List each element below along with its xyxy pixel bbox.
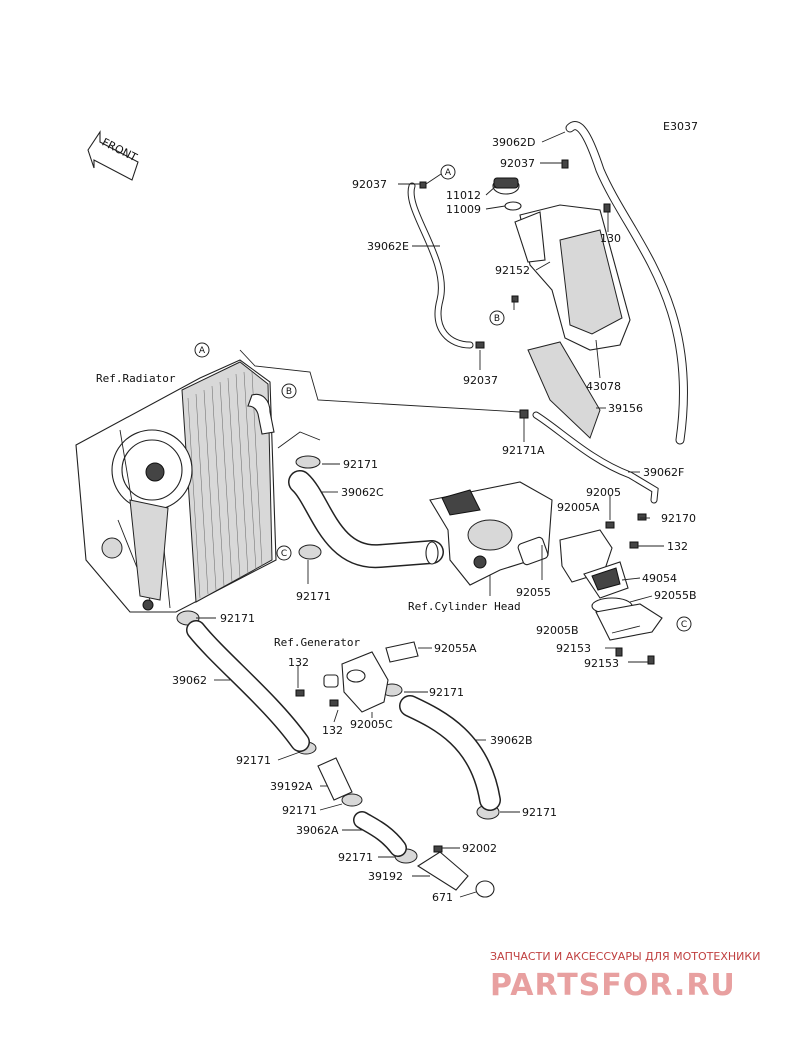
part-92037-left: 92037 <box>352 178 387 191</box>
hose-39062c <box>289 471 443 567</box>
part-92055b: 92055B <box>654 589 697 602</box>
part-92170: 92170 <box>661 512 696 525</box>
part-92153-a: 92153 <box>556 642 591 655</box>
part-39062b: 39062B <box>490 734 533 747</box>
leader-lines <box>196 131 664 898</box>
part-92153-b: 92153 <box>584 657 619 670</box>
thermostat-housing <box>559 529 663 641</box>
part-132-a: 132 <box>667 540 688 553</box>
svg-text:B: B <box>286 387 292 397</box>
part-39156: 39156 <box>608 402 643 415</box>
bolts <box>295 159 655 853</box>
part-92171-b: 92171 <box>296 590 331 603</box>
part-39062d: 39062D <box>492 136 535 149</box>
part-92171-c: 92171 <box>220 612 255 625</box>
part-92005b: 92005B <box>536 624 579 637</box>
pipe-39192a <box>317 757 353 801</box>
hose-39062a <box>354 812 406 856</box>
callout-c-hose: C <box>276 545 292 561</box>
part-92037-top: 92037 <box>500 157 535 170</box>
hose-39062d <box>566 122 688 444</box>
generator-fitting <box>323 641 419 713</box>
reservoir-tank <box>492 177 631 351</box>
part-130: 130 <box>600 232 621 245</box>
ref-radiator: Ref.Radiator <box>96 372 176 385</box>
part-39062c: 39062C <box>341 486 384 499</box>
svg-text:B: B <box>494 314 500 324</box>
part-92171a: 92171A <box>502 444 545 457</box>
ref-generator: Ref.Generator <box>274 636 360 649</box>
part-92002: 92002 <box>462 842 497 855</box>
diagram-code: E3037 <box>663 120 698 133</box>
part-671: 671 <box>432 891 453 904</box>
part-11012: 11012 <box>446 189 481 202</box>
part-92171-g: 92171 <box>282 804 317 817</box>
hose-39062e <box>408 183 473 348</box>
hose-39062b <box>400 696 500 810</box>
svg-text:A: A <box>199 346 206 356</box>
svg-text:A: A <box>445 168 452 178</box>
pipe-39192 <box>416 851 469 891</box>
svg-text:C: C <box>681 620 687 630</box>
part-92171-f: 92171 <box>522 806 557 819</box>
callout-c-thermostat: C <box>676 616 692 632</box>
radiator-upper-hose <box>247 393 275 435</box>
watermark-logo: PARTSFOR.RU <box>490 968 736 1003</box>
callout-b-radiator: B <box>281 383 297 399</box>
front-arrow: FRONT <box>87 130 139 181</box>
part-92005c: 92005C <box>350 718 393 731</box>
part-92171-a: 92171 <box>343 458 378 471</box>
part-39192a: 39192A <box>270 780 313 793</box>
part-92005a: 92005A <box>557 501 600 514</box>
ref-cylinder-head: Ref.Cylinder Head <box>408 600 521 613</box>
part-92005: 92005 <box>586 486 621 499</box>
part-39062e: 39062E <box>367 240 409 253</box>
routing-line-a <box>239 349 521 413</box>
cylinder-head <box>429 481 553 586</box>
watermark-tagline: ЗАПЧАСТИ И АКСЕССУАРЫ ДЛЯ МОТОТЕХНИКИ <box>490 950 760 963</box>
part-92152: 92152 <box>495 264 530 277</box>
part-39062: 39062 <box>172 674 207 687</box>
hose-39062 <box>187 621 309 751</box>
part-43078: 43078 <box>586 380 621 393</box>
part-92037-mid: 92037 <box>463 374 498 387</box>
part-92055a: 92055A <box>434 642 477 655</box>
part-11009: 11009 <box>446 203 481 216</box>
part-39062a: 39062A <box>296 824 339 837</box>
part-132-b: 132 <box>288 656 309 669</box>
oring-671 <box>475 880 495 898</box>
part-92171-h: 92171 <box>338 851 373 864</box>
routing-line-b <box>277 431 321 449</box>
svg-text:C: C <box>281 549 287 559</box>
callout-a-radiator: A <box>194 342 210 358</box>
part-49054: 49054 <box>642 572 677 585</box>
part-39062f: 39062F <box>643 466 684 479</box>
guard-39156 <box>527 341 601 439</box>
part-92171-d: 92171 <box>429 686 464 699</box>
callout-a-top: A <box>440 164 456 180</box>
radiator-assembly <box>75 359 277 613</box>
callout-b-tank: B <box>489 310 505 326</box>
part-92171-e: 92171 <box>236 754 271 767</box>
part-92055: 92055 <box>516 586 551 599</box>
part-132-c: 132 <box>322 724 343 737</box>
part-39192: 39192 <box>368 870 403 883</box>
hose-39062f <box>533 412 658 503</box>
